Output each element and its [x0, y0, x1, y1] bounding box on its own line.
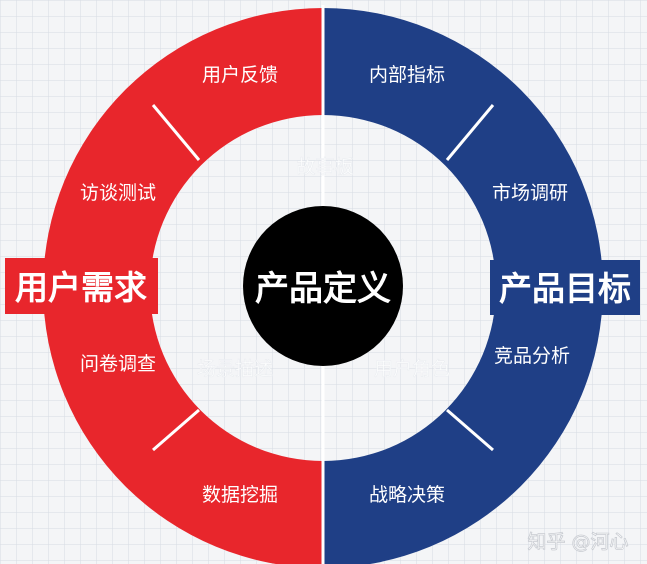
- right-item: 竞品分析: [494, 345, 570, 367]
- right-title-box: [490, 260, 640, 315]
- right-item: 内部指标: [369, 64, 445, 86]
- left-ring-half: [43, 8, 323, 564]
- left-item: 问卷调查: [80, 353, 156, 375]
- left-item: 用户反馈: [202, 64, 278, 86]
- left-item: 数据挖掘: [202, 484, 278, 506]
- left-title: 用户需求: [15, 268, 147, 307]
- right-item: 战略决策: [369, 484, 445, 506]
- center-circle: [243, 206, 403, 366]
- right-ring-half: [323, 8, 603, 564]
- right-item: 市场调研: [492, 182, 568, 204]
- right-title: 产品目标: [499, 269, 631, 308]
- center-label: 产品定义: [255, 269, 391, 309]
- left-title-box: [5, 258, 158, 314]
- inner-item-persona: 用户角色: [374, 358, 450, 380]
- left-item: 访谈测试: [80, 182, 156, 204]
- segment-dividers: [151, 104, 495, 452]
- inner-item-storyboard: 故事板: [296, 156, 353, 178]
- inner-item-scenario: 场景描述: [197, 358, 273, 380]
- watermark: 知乎 @河心: [527, 531, 628, 553]
